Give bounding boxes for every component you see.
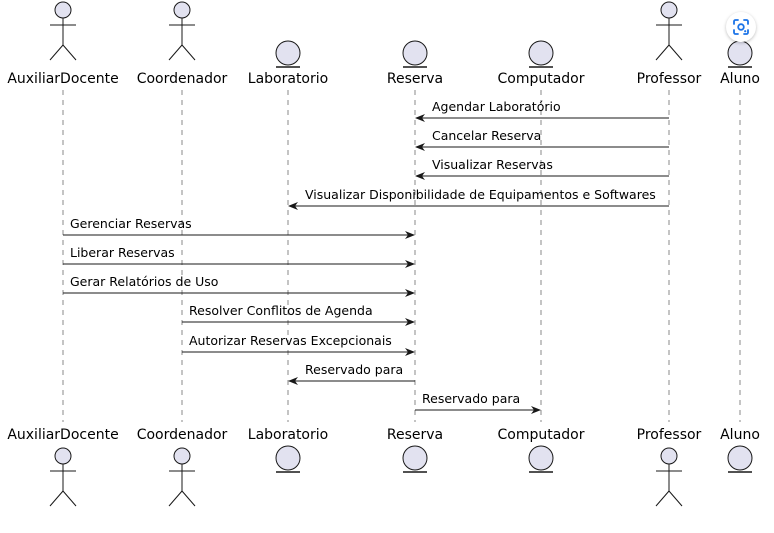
coordenador-actor-icon-top — [168, 1, 196, 61]
message-label: Visualizar Disponibilidade de Equipament… — [305, 187, 656, 202]
message-label: Gerar Relatórios de Uso — [70, 274, 218, 289]
arrowhead-icon — [288, 377, 298, 385]
participant-name-bottom-auxiliar: AuxiliarDocente — [7, 427, 118, 443]
reserva-entity-icon-top — [402, 40, 428, 68]
participant-name-top-reserva: Reserva — [387, 71, 443, 87]
participant-name-bottom-professor: Professor — [637, 427, 702, 443]
coordenador-actor-icon-bottom — [168, 447, 196, 507]
computador-entity-icon-bottom — [528, 445, 554, 473]
google-lens-icon[interactable] — [726, 12, 756, 42]
message-label: Agendar Laboratório — [432, 99, 561, 114]
aluno-entity-icon-top — [727, 40, 753, 68]
participant-name-top-auxiliar: AuxiliarDocente — [7, 71, 118, 87]
message-7: Gerar Relatórios de Uso — [63, 274, 415, 297]
participant-name-bottom-computador: Computador — [497, 427, 584, 443]
message-3: Visualizar Reservas — [415, 157, 669, 180]
participant-name-top-coordenador: Coordenador — [137, 71, 228, 87]
reserva-entity-icon-bottom — [402, 445, 428, 473]
professor-actor-icon-top — [655, 1, 683, 61]
message-11: Reservado para — [415, 391, 541, 414]
message-2: Cancelar Reserva — [415, 128, 669, 151]
message-10: Reservado para — [288, 362, 415, 385]
arrowhead-icon — [415, 143, 425, 151]
message-label: Reservado para — [305, 362, 403, 377]
message-label: Cancelar Reserva — [432, 128, 541, 143]
lens-glyph-icon — [733, 19, 749, 35]
arrowhead-icon — [405, 348, 415, 356]
participant-name-bottom-laboratorio: Laboratorio — [248, 427, 328, 443]
arrowhead-icon — [405, 260, 415, 268]
participant-name-bottom-reserva: Reserva — [387, 427, 443, 443]
professor-actor-icon-bottom — [655, 447, 683, 507]
participant-name-bottom-coordenador: Coordenador — [137, 427, 228, 443]
arrowhead-icon — [288, 202, 298, 210]
participant-name-top-professor: Professor — [637, 71, 702, 87]
arrowhead-icon — [415, 114, 425, 122]
message-8: Resolver Conflitos de Agenda — [182, 303, 415, 326]
arrowhead-icon — [415, 172, 425, 180]
message-label: Gerenciar Reservas — [70, 216, 192, 231]
participant-name-top-computador: Computador — [497, 71, 584, 87]
arrowhead-icon — [531, 406, 541, 414]
aluno-entity-icon-bottom — [727, 445, 753, 473]
auxiliar-actor-icon-bottom — [49, 447, 77, 507]
participant-name-top-laboratorio: Laboratorio — [248, 71, 328, 87]
message-6: Liberar Reservas — [63, 245, 415, 268]
laboratorio-entity-icon-bottom — [275, 445, 301, 473]
auxiliar-actor-icon-top — [49, 1, 77, 61]
laboratorio-entity-icon-top — [275, 40, 301, 68]
message-label: Visualizar Reservas — [432, 157, 553, 172]
message-label: Autorizar Reservas Excepcionais — [189, 333, 392, 348]
message-1: Agendar Laboratório — [415, 99, 669, 122]
participant-name-bottom-aluno: Aluno — [720, 427, 760, 443]
message-5: Gerenciar Reservas — [63, 216, 415, 239]
arrowhead-icon — [405, 318, 415, 326]
message-label: Liberar Reservas — [70, 245, 175, 260]
message-label: Reservado para — [422, 391, 520, 406]
message-4: Visualizar Disponibilidade de Equipament… — [288, 187, 669, 210]
participant-name-top-aluno: Aluno — [720, 71, 760, 87]
message-9: Autorizar Reservas Excepcionais — [182, 333, 415, 356]
message-label: Resolver Conflitos de Agenda — [189, 303, 373, 318]
arrowhead-icon — [405, 231, 415, 239]
computador-entity-icon-top — [528, 40, 554, 68]
arrowhead-icon — [405, 289, 415, 297]
